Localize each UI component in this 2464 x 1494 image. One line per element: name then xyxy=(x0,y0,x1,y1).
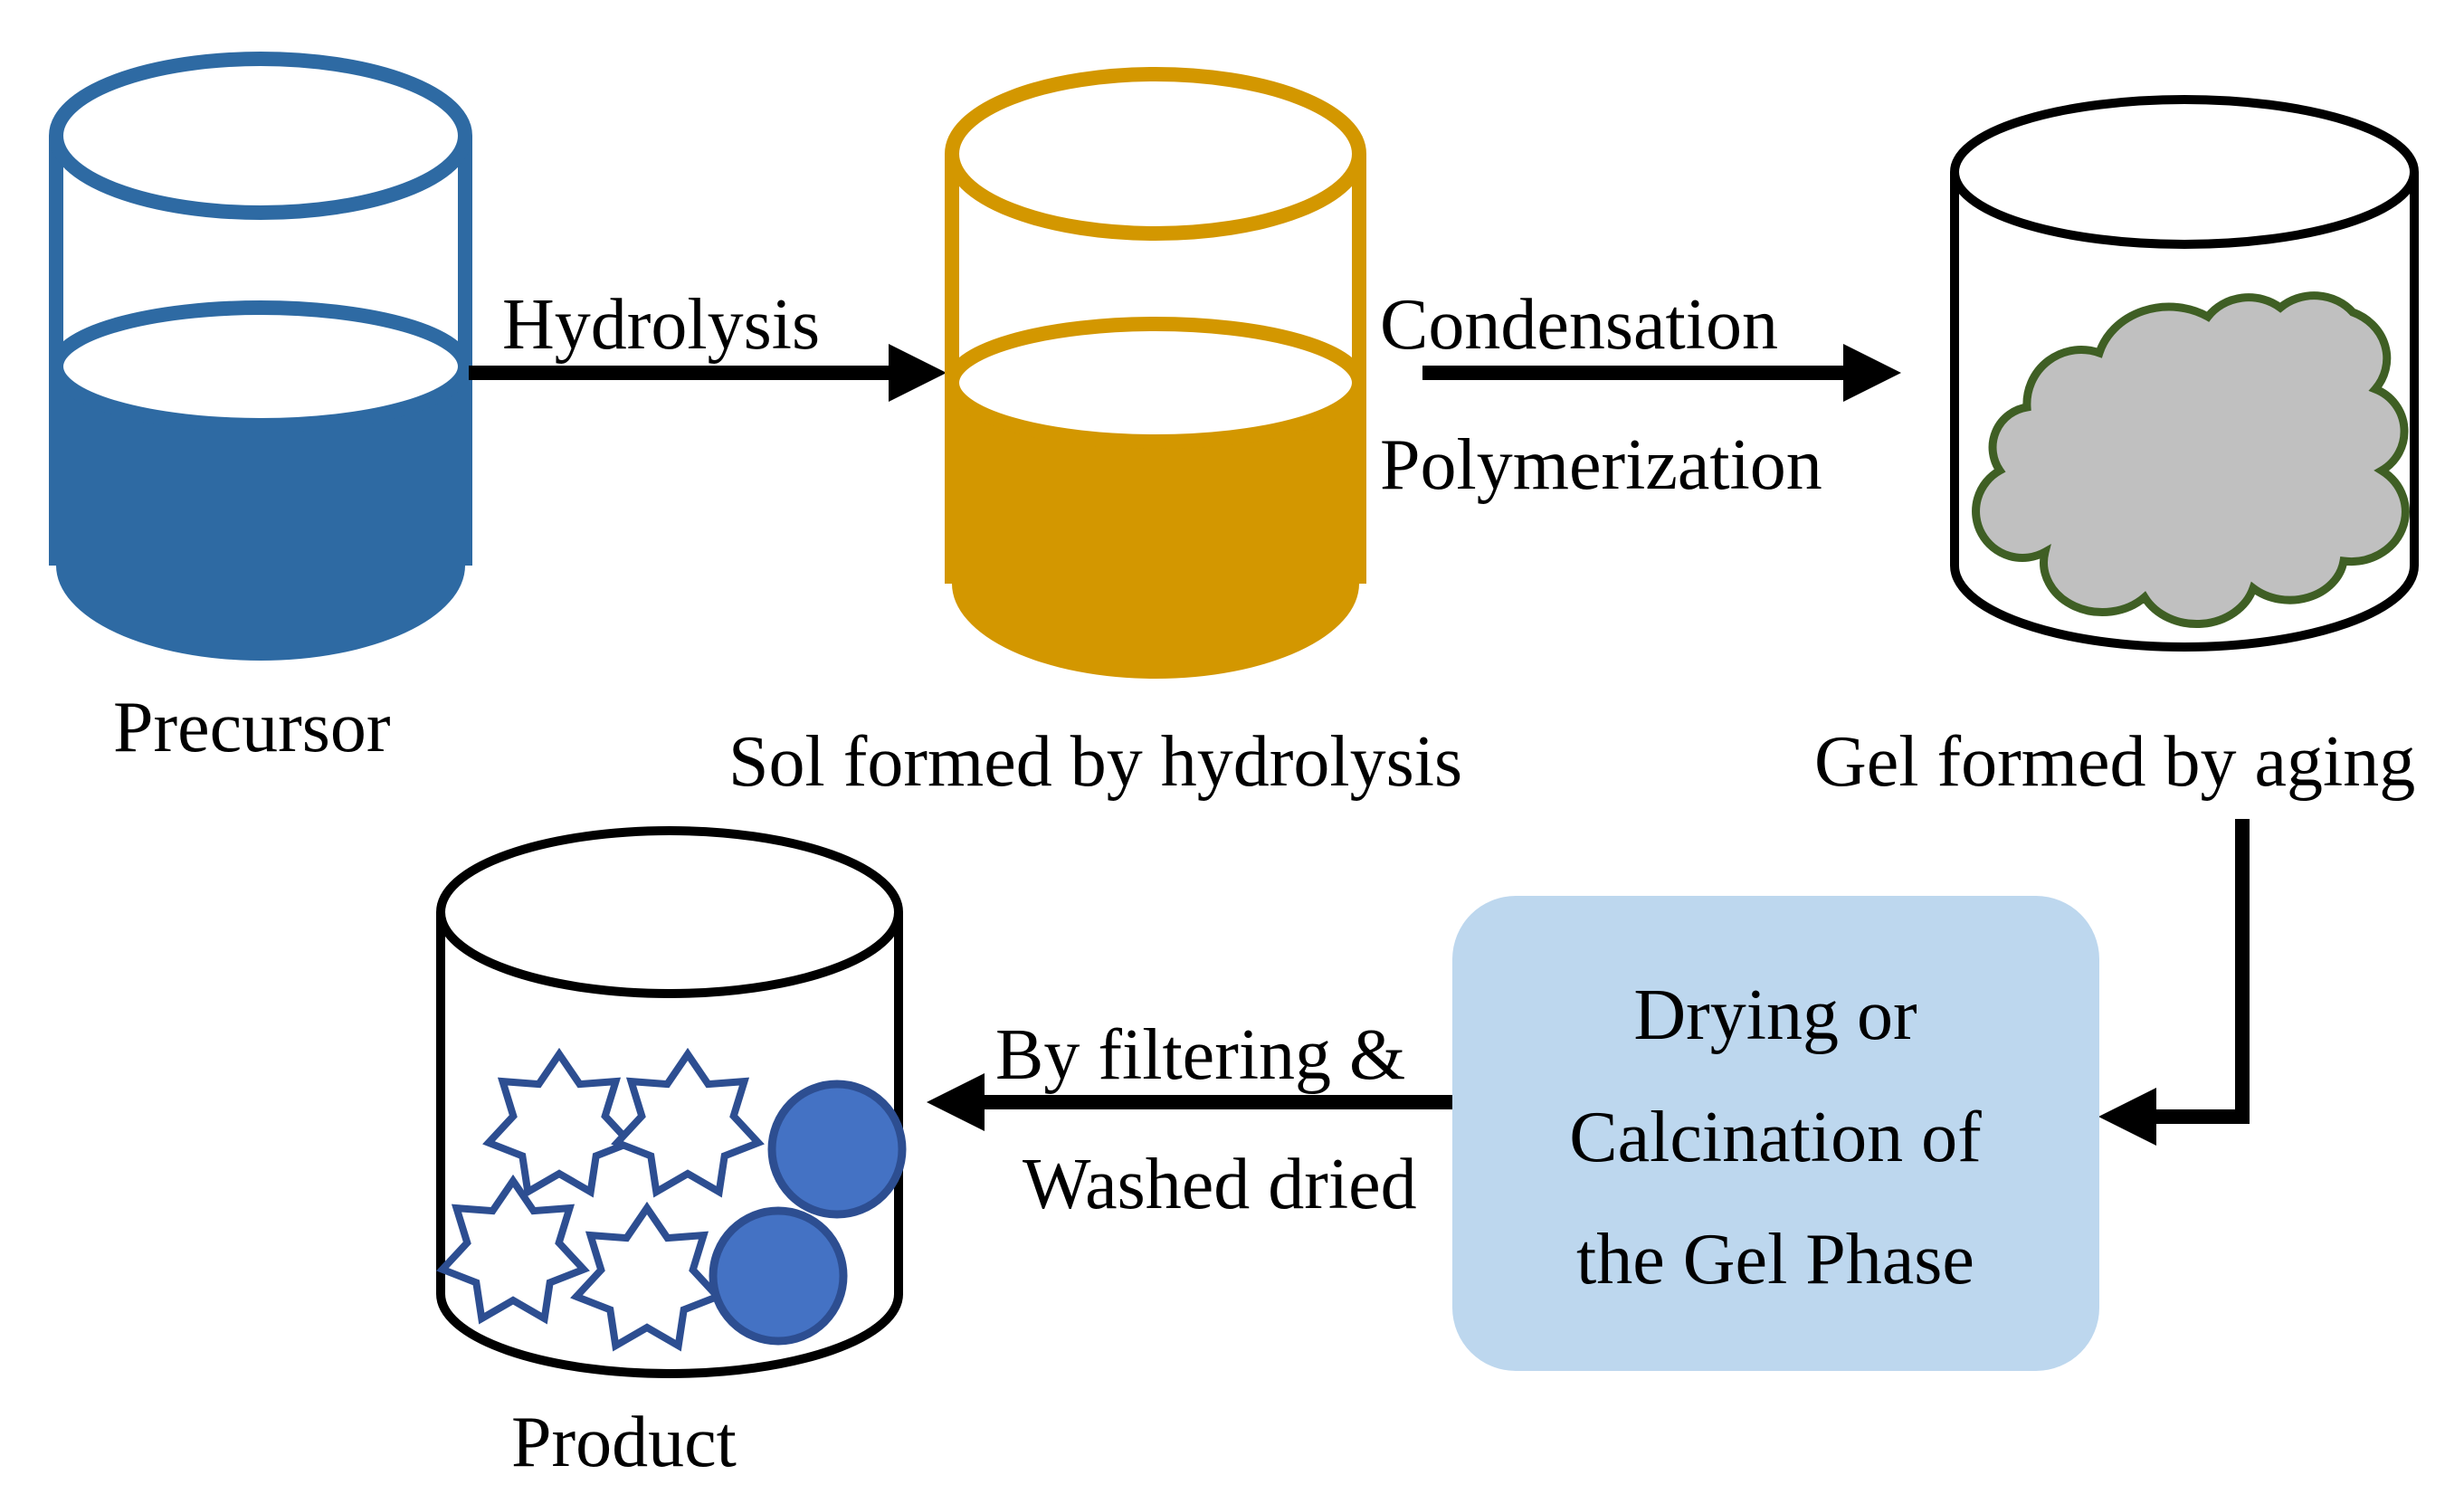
washed-dried-label: Washed dried xyxy=(1023,1145,1417,1224)
product-star-2 xyxy=(611,1047,765,1198)
sol-beaker xyxy=(945,67,1366,679)
precursor-rim xyxy=(49,52,472,220)
polymerization-label: Polymerization xyxy=(1380,425,1822,505)
precursor-liquid xyxy=(56,366,465,661)
product-sphere-2 xyxy=(709,1206,848,1346)
precursor-beaker xyxy=(49,52,472,661)
treatment-line-3: the Gel Phase xyxy=(1576,1220,1974,1299)
gel-beaker xyxy=(1950,95,2419,652)
sol-rim xyxy=(945,67,1366,241)
product-rim xyxy=(436,826,903,998)
sol-label: Sol formed by hydrolysis xyxy=(728,722,1462,802)
treatment-line-2: Calcination of xyxy=(1569,1098,1982,1177)
precursor-liquid-surface xyxy=(49,300,472,433)
product-star-particles xyxy=(436,1047,765,1352)
hydrolysis-label: Hydrolysis xyxy=(502,285,820,365)
product-label: Product xyxy=(511,1403,737,1482)
gel-cloud xyxy=(1972,291,2410,628)
condensation-label: Condensation xyxy=(1380,285,1778,365)
gel-rim xyxy=(1950,95,2419,249)
product-beaker xyxy=(436,826,907,1378)
precursor-label: Precursor xyxy=(113,688,391,767)
aging-to-treatment-arrow xyxy=(2098,819,2250,1146)
filtering-label: By filtering & xyxy=(995,1015,1405,1095)
product-sphere-1 xyxy=(767,1080,907,1219)
product-star-3 xyxy=(436,1174,590,1325)
treatment-box xyxy=(1452,896,2099,1371)
product-star-1 xyxy=(482,1047,636,1198)
gel-label: Gel formed by aging xyxy=(1814,722,2415,802)
sol-liquid-surface xyxy=(945,317,1366,449)
sol-liquid xyxy=(952,383,1359,679)
product-star-4 xyxy=(570,1201,724,1352)
treatment-line-1: Drying or xyxy=(1633,975,1917,1055)
